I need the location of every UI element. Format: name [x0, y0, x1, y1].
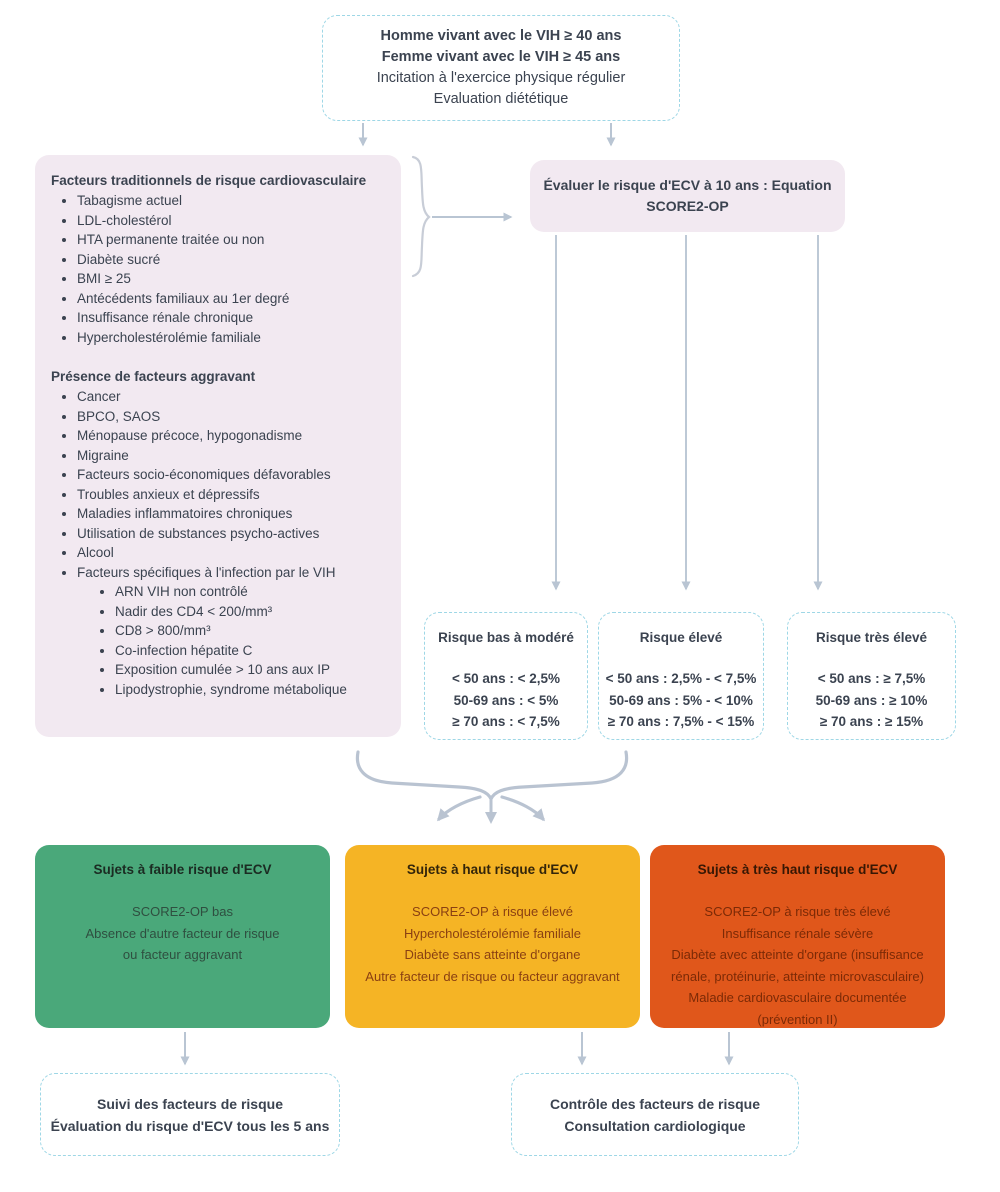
evaluate-risk-box: Évaluer le risque d'ECV à 10 ans : Equat…	[530, 160, 845, 232]
hiv-specific-factors-list: ARN VIH non contrôléNadir des CD4 < 200/…	[51, 582, 387, 699]
risk-box-thresholds: < 50 ans : ≥ 7,5% 50-69 ans : ≥ 10% ≥ 70 a…	[788, 668, 955, 733]
category-box-high-risk: Sujets à haut risque d'ECV SCORE2-OP à r…	[345, 845, 640, 1028]
factor-item: Utilisation de substances psycho-actives	[77, 524, 387, 544]
outcome-line: Suivi des facteurs de risque	[97, 1095, 283, 1112]
category-line: SCORE2-OP à risque très élevé	[704, 904, 891, 919]
brace-gather-icon	[355, 750, 629, 804]
evaluate-line-2: SCORE2-OP	[646, 198, 729, 214]
risk-box-very-high: Risque très élevé < 50 ans : ≥ 7,5% 50-69…	[787, 612, 956, 740]
risk-threshold-line: ≥ 70 ans : < 7,5%	[452, 714, 560, 729]
factor-item: Hypercholestérolémie familiale	[77, 328, 387, 348]
risk-box-low-moderate: Risque bas à modéré < 50 ans : < 2,5% 50-…	[424, 612, 588, 740]
risk-box-title: Risque élevé	[639, 630, 723, 645]
arrow-fan-right	[500, 795, 545, 822]
factor-item: Troubles anxieux et dépressifs	[77, 485, 387, 505]
hiv-factor-item: CD8 > 800/mm³	[115, 621, 387, 641]
factor-item: Antécédents familiaux au 1er degré	[77, 289, 387, 309]
aggravating-factors-list: CancerBPCO, SAOSMénopause précoce, hypog…	[51, 387, 387, 582]
traditional-factors-list-2: Diabète sucréBMI ≥ 25Antécédents familia…	[51, 250, 387, 348]
category-line: Diabète sans atteinte d'organe	[404, 947, 581, 962]
category-line: Insuffisance rénale sévère	[721, 925, 874, 941]
risk-threshold-line: 50-69 ans : < 5%	[453, 692, 559, 708]
traditional-factors-list-1: Tabagisme actuelLDL-cholestérolHTA perma…	[51, 191, 387, 250]
factor-item: HTA permanente traitée ou non	[77, 230, 387, 250]
category-title: Sujets à haut risque d'ECV	[406, 862, 579, 877]
category-title: Sujets à très haut risque d'ECV	[697, 862, 898, 877]
category-line: Hypercholestérolémie familiale	[403, 925, 582, 941]
factor-item: Diabète sucré	[77, 250, 387, 270]
category-line: ou facteur aggravant	[122, 947, 243, 962]
evaluate-line-1: Évaluer le risque d'ECV à 10 ans : Equat…	[543, 177, 832, 193]
hiv-factor-item: ARN VIH non contrôlé	[115, 582, 387, 602]
outcome-line: Évaluation du risque d'ECV tous les 5 an…	[50, 1117, 330, 1134]
hiv-factor-item: Co-infection hépatite C	[115, 641, 387, 661]
risk-box-thresholds: < 50 ans : 2,5% - < 7,5% 50-69 ans : 5% -…	[599, 668, 763, 733]
factor-item: Facteurs socio-économiques défavorables	[77, 465, 387, 485]
entry-line-diet: Evaluation diététique	[433, 91, 569, 107]
factor-item: BMI ≥ 25	[77, 269, 387, 289]
category-line: Absence d'autre facteur de risque	[85, 925, 280, 941]
risk-threshold-line: ≥ 70 ans : 7,5% - < 15%	[607, 714, 755, 729]
factor-item: Alcool	[77, 543, 387, 563]
brace-factors-icon	[411, 155, 431, 278]
entry-line-women: Femme vivant avec le VIH ≥ 45 ans	[381, 49, 621, 65]
risk-box-high: Risque élevé < 50 ans : 2,5% - < 7,5% 50-…	[598, 612, 764, 740]
factor-item: Ménopause précoce, hypogonadisme	[77, 426, 387, 446]
category-title: Sujets à faible risque d'ECV	[93, 862, 272, 877]
factor-item: LDL-cholestérol	[77, 211, 387, 231]
traditional-factors-title: Facteurs traditionnels de risque cardiov…	[51, 173, 367, 188]
factor-item: Facteurs spécifiques à l'infection par l…	[77, 563, 387, 583]
hiv-factor-item: Lipodystrophie, syndrome métabolique	[115, 680, 387, 700]
risk-threshold-line: < 50 ans : 2,5% - < 7,5%	[605, 671, 757, 686]
factor-item: Maladies inflammatoires chroniques	[77, 504, 387, 524]
risk-threshold-line: 50-69 ans : 5% - < 10%	[609, 692, 753, 708]
category-line: SCORE2-OP bas	[132, 904, 233, 919]
population-entry-box: Homme vivant avec le VIH ≥ 40 ans Femme …	[322, 15, 680, 121]
risk-threshold-line: 50-69 ans : ≥ 10%	[815, 692, 928, 708]
factor-item: Insuffisance rénale chronique	[77, 308, 387, 328]
entry-line-exercise: Incitation à l'exercice physique régulie…	[376, 70, 626, 86]
category-line: Maladie cardiovasculaire documentée (pré…	[688, 990, 907, 1027]
category-line: SCORE2-OP à risque élevé	[412, 904, 573, 919]
risk-box-thresholds: < 50 ans : < 2,5% 50-69 ans : < 5% ≥ 70 an…	[425, 668, 587, 733]
factor-item: Tabagisme actuel	[77, 191, 387, 211]
outcome-line: Contrôle des facteurs de risque	[549, 1095, 761, 1112]
category-line: Autre facteur de risque ou facteur aggra…	[365, 968, 620, 984]
category-box-very-high-risk: Sujets à très haut risque d'ECV SCORE2-O…	[650, 845, 945, 1028]
arrow-fan-left	[437, 795, 482, 822]
factor-item: Migraine	[77, 446, 387, 466]
risk-factors-box: Facteurs traditionnels de risque cardiov…	[35, 155, 401, 737]
risk-box-title: Risque très élevé	[815, 630, 928, 645]
hiv-factor-item: Nadir des CD4 < 200/mm³	[115, 602, 387, 622]
factor-item: Cancer	[77, 387, 387, 407]
aggravating-factors-title: Présence de facteurs aggravant	[51, 369, 256, 384]
factor-item: BPCO, SAOS	[77, 407, 387, 427]
risk-threshold-line: ≥ 70 ans : ≥ 15%	[819, 714, 924, 729]
category-box-low-risk: Sujets à faible risque d'ECV SCORE2-OP b…	[35, 845, 330, 1028]
outcome-line: Consultation cardiologique	[564, 1117, 746, 1134]
category-line: Diabète avec atteinte d'organe (insuffis…	[671, 947, 924, 984]
risk-threshold-line: < 50 ans : ≥ 7,5%	[817, 671, 926, 686]
entry-line-men: Homme vivant avec le VIH ≥ 40 ans	[380, 28, 622, 44]
risk-threshold-line: < 50 ans : < 2,5%	[451, 671, 561, 686]
risk-box-title: Risque bas à modéré	[438, 630, 574, 645]
hiv-factor-item: Exposition cumulée > 10 ans aux IP	[115, 660, 387, 680]
